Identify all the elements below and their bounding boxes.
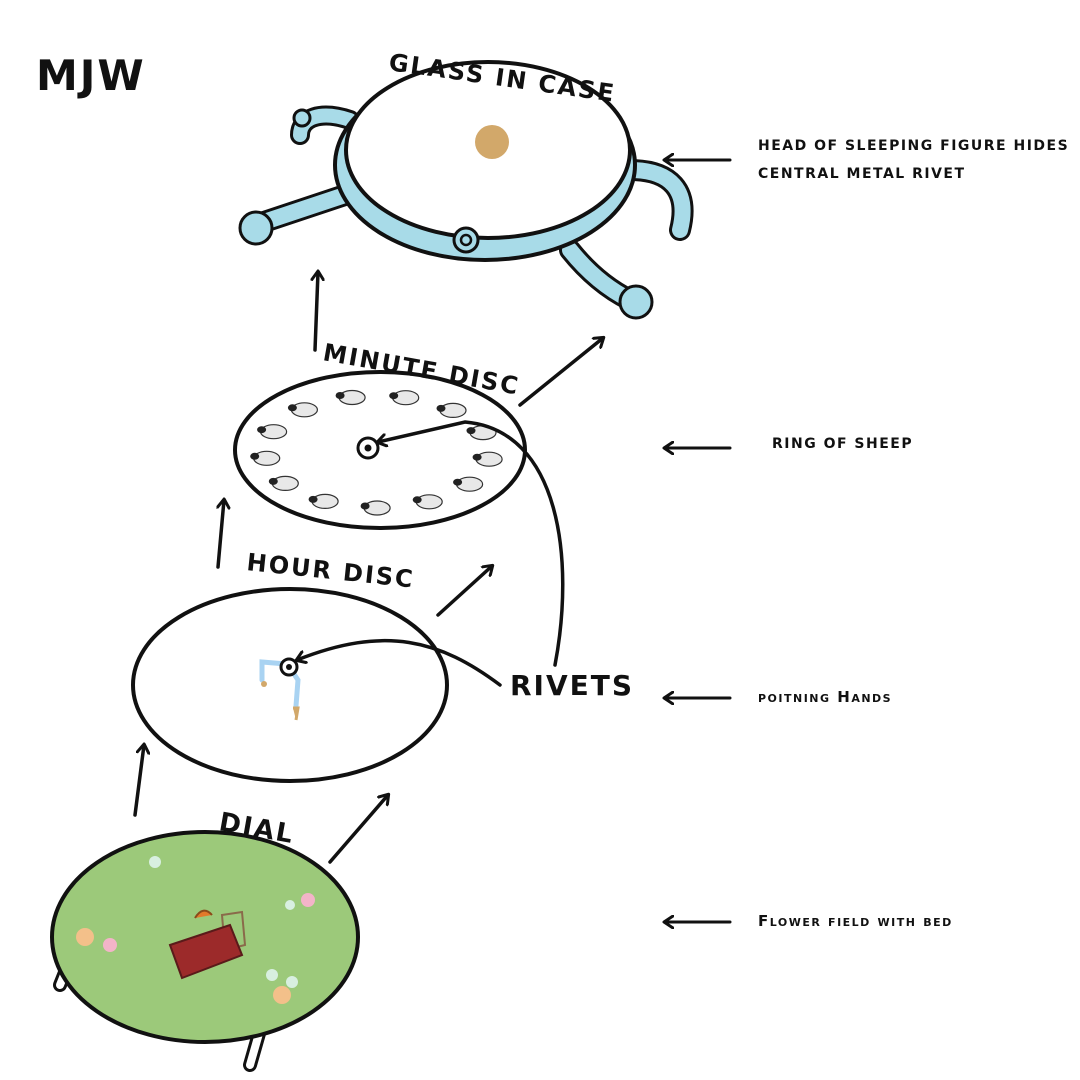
logo: MJW	[36, 51, 146, 100]
arrow-rivet-to-hour	[297, 638, 502, 687]
note-glass: HEAD OF SLEEPING FIGURE HIDES CENTRAL ME…	[758, 132, 1069, 188]
sheep-icon	[412, 494, 443, 510]
note-arrows	[665, 160, 732, 922]
label-hour-disc: HOUR DISC	[245, 548, 416, 593]
note-glass-line2: CENTRAL METAL RIVET	[758, 166, 966, 182]
sheep-icon	[453, 476, 484, 492]
bed	[168, 909, 247, 980]
sheep-icon	[268, 475, 299, 491]
glass-case	[238, 60, 694, 320]
central-rivet	[475, 125, 509, 159]
note-hands: poitning Hands	[758, 688, 893, 706]
sheep-icon	[436, 402, 467, 418]
sheep-icon	[335, 389, 366, 406]
sheep-icon	[257, 424, 288, 440]
dial	[50, 830, 360, 1072]
flowers	[76, 856, 315, 1004]
label-rivets: RIVETS	[510, 669, 634, 702]
assembly-arrows	[133, 272, 603, 864]
arrow-hour-to-minute	[218, 500, 224, 569]
note-field: Flower field with bed	[758, 912, 953, 930]
hour-hand	[259, 659, 289, 683]
note-glass-line1: HEAD OF SLEEPING FIGURE HIDES	[758, 138, 1070, 154]
sheep-icon	[308, 493, 339, 509]
sheep-icon	[287, 402, 318, 418]
arrow-minute-to-glass-right	[518, 338, 603, 407]
sheep-icon	[472, 451, 503, 467]
arrow-rivet-to-minute	[378, 420, 565, 667]
arrow-hour-to-minute-right	[436, 566, 492, 617]
sheep-icon	[389, 390, 420, 406]
sheep-icon	[360, 500, 391, 516]
hour-disc	[131, 587, 449, 783]
arrow-dial-to-hour-right	[328, 795, 388, 864]
note-sheep: RING OF SHEEP	[772, 436, 914, 452]
sheep-ring	[250, 389, 503, 516]
sheep-icon	[250, 450, 281, 466]
arrow-minute-to-glass	[315, 272, 318, 352]
arrow-dial-to-hour	[133, 745, 144, 817]
